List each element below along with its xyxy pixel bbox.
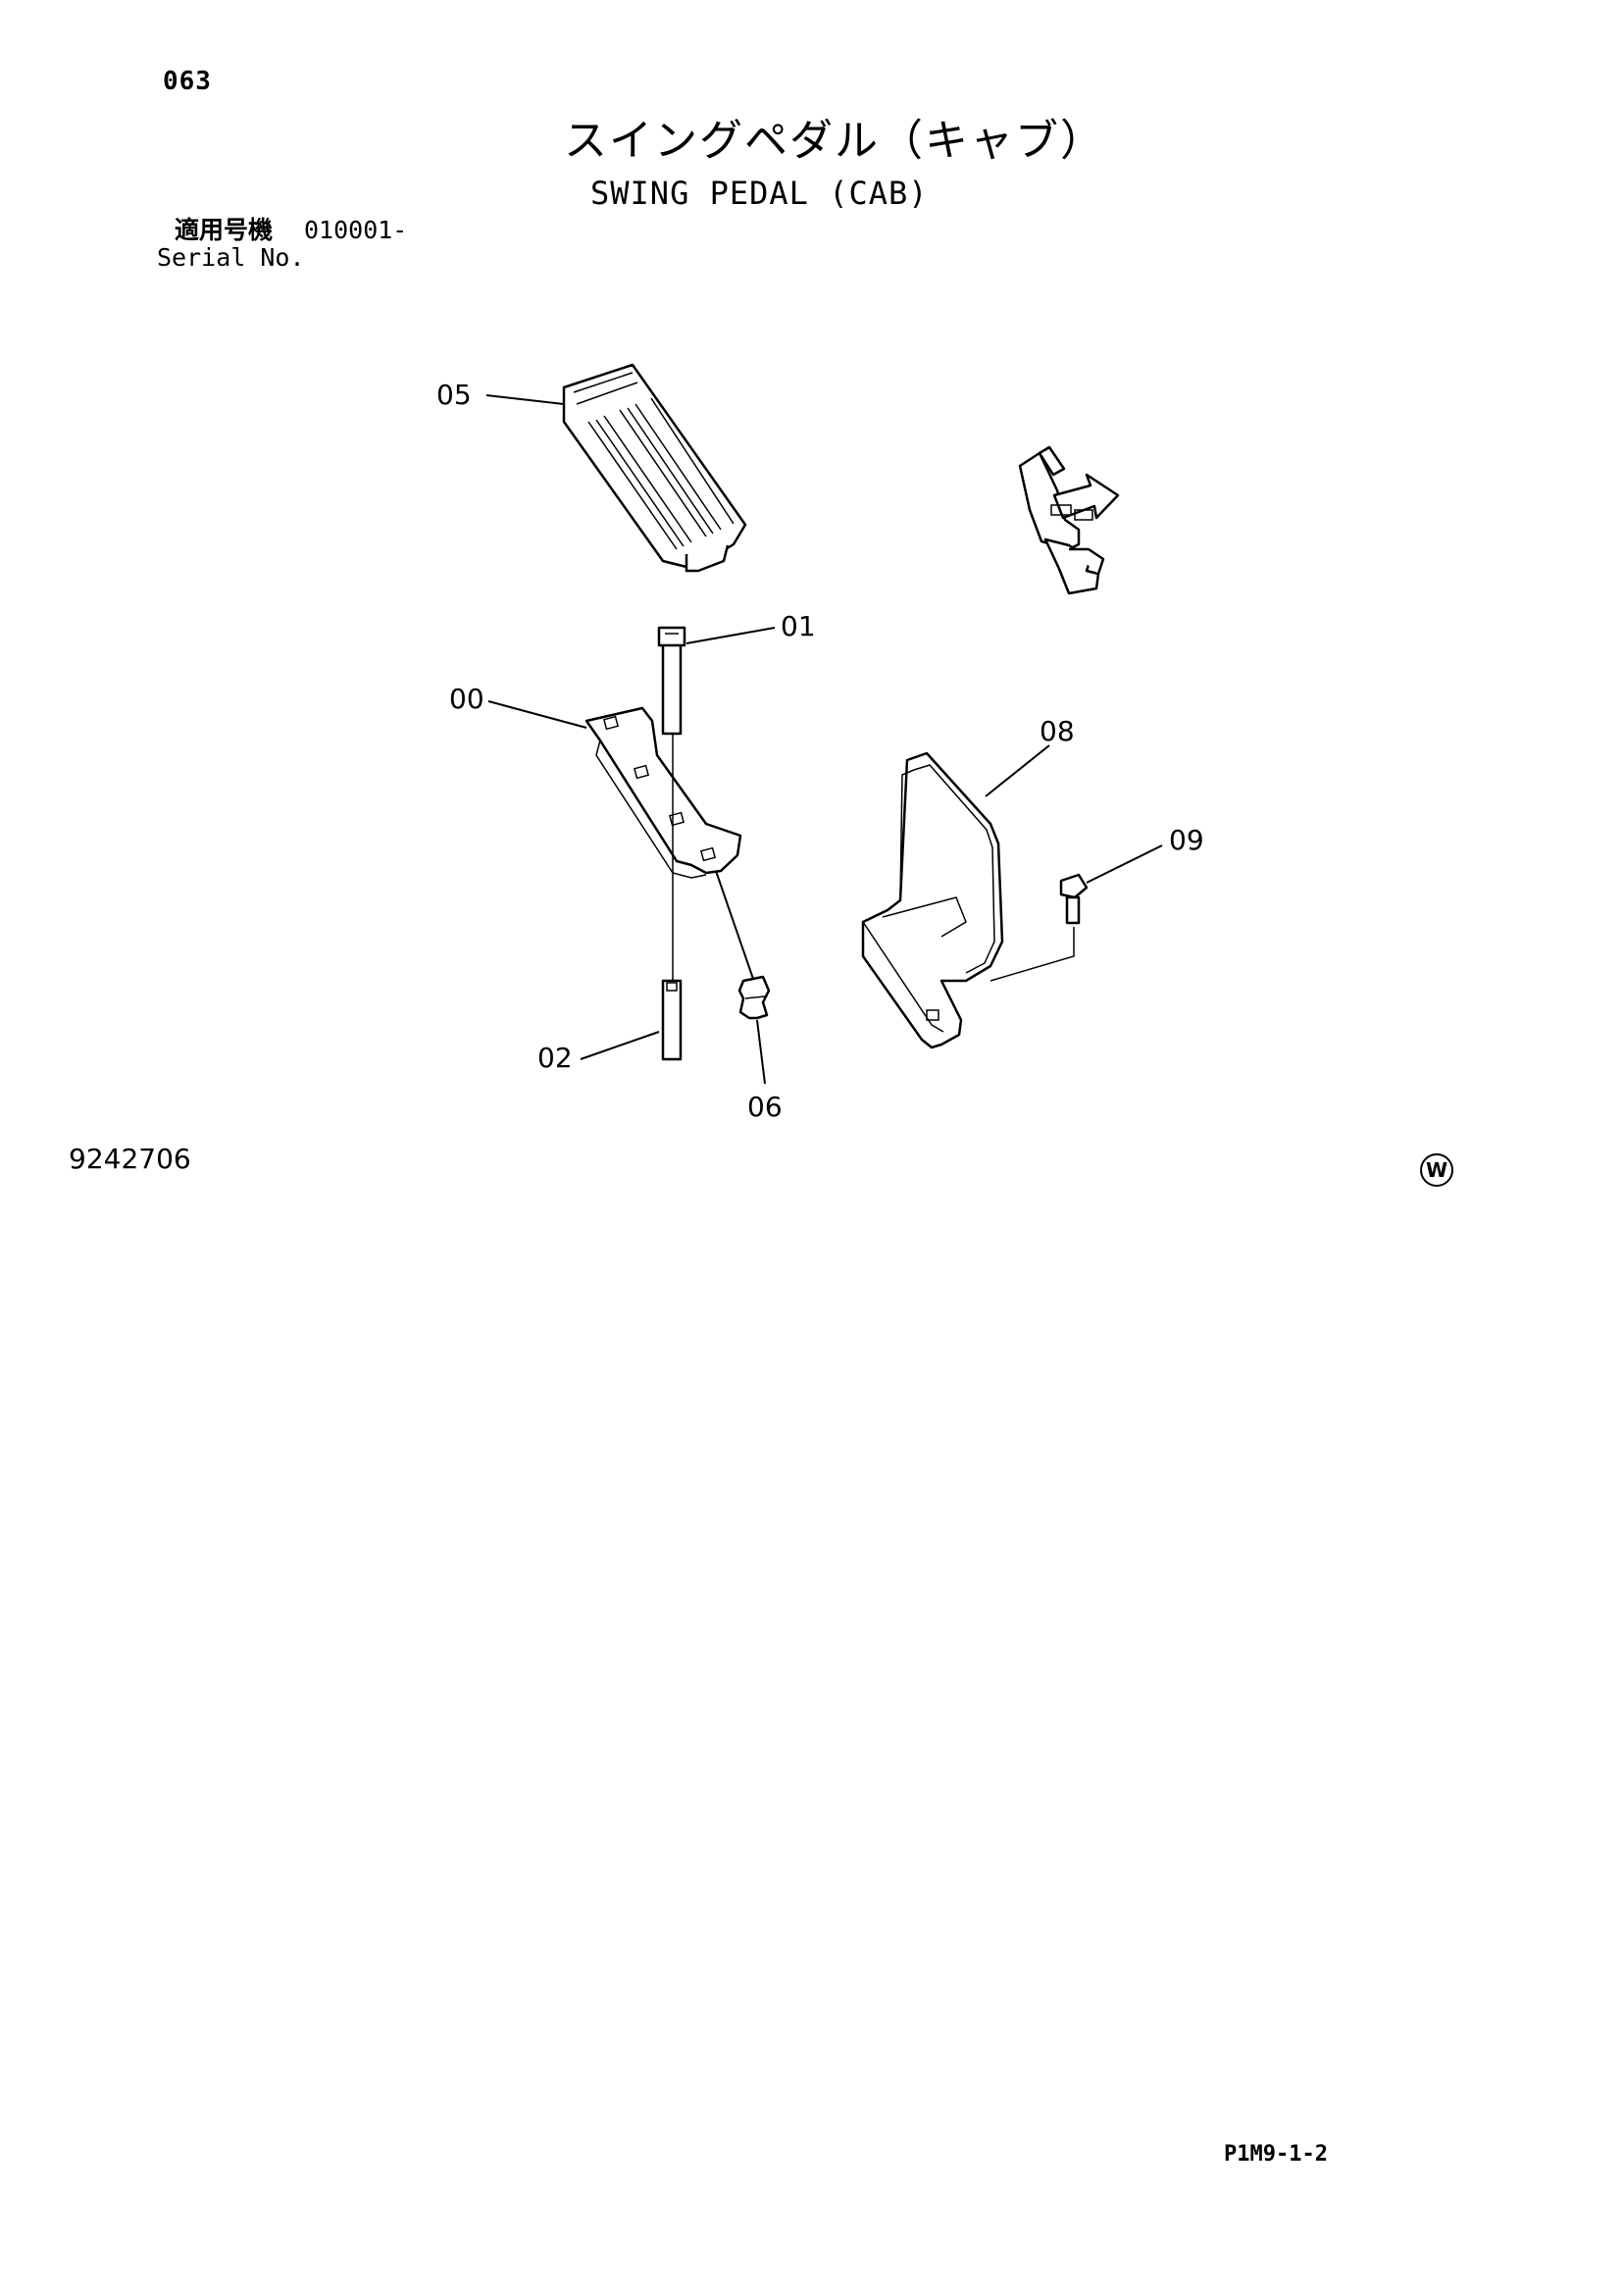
- direction-arrow-decal: [1018, 445, 1120, 595]
- part-02-spacer-lower: [580, 979, 683, 1061]
- part-08-boot-cover: [861, 744, 1050, 1049]
- callout-09: 09: [1169, 824, 1204, 856]
- part-01-spacer-upper: [657, 626, 776, 736]
- exploded-parts-diagram: 05 01 00 08 09 02 06: [436, 363, 1204, 1123]
- drawing-number: 9242706: [69, 1143, 191, 1175]
- part-06-stopper: [715, 870, 771, 1085]
- callout-01: 01: [781, 610, 816, 642]
- page-code: 063: [163, 67, 212, 96]
- part-09-screw: [990, 844, 1163, 982]
- page-reference: P1M9-1-2: [1224, 2142, 1328, 2167]
- applicability-label: 適用号機: [175, 216, 274, 244]
- callout-08: 08: [1040, 715, 1075, 747]
- serial-number-range: 010001-: [304, 216, 408, 244]
- part-05-pedal-pad: [485, 363, 747, 573]
- callout-02: 02: [537, 1042, 573, 1074]
- circled-w-mark: W: [1420, 1153, 1453, 1187]
- callout-00: 00: [449, 683, 484, 715]
- callout-05: 05: [436, 379, 472, 411]
- callout-06: 06: [747, 1091, 783, 1123]
- title-english: SWING PEDAL (CAB): [590, 175, 929, 212]
- part-00-bracket: [487, 700, 742, 879]
- title-japanese: スイングペダル（キャブ）: [564, 116, 1105, 166]
- serial-label: Serial No.: [157, 243, 305, 272]
